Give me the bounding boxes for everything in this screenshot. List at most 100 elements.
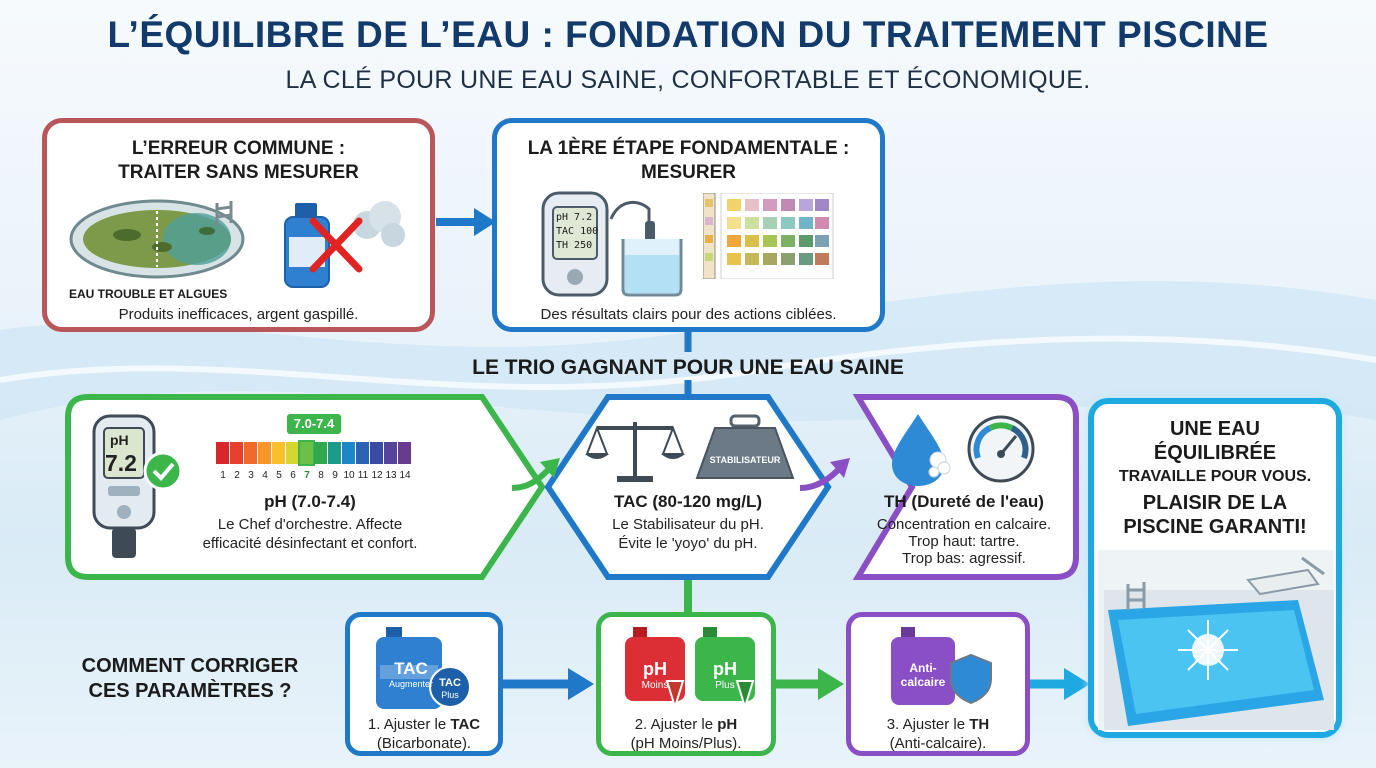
ph-scale-label: 3	[248, 470, 254, 481]
test-strip-chart-icon	[703, 193, 834, 279]
result-line4: PLAISIR DE LA	[1142, 492, 1288, 514]
ph-scale-segment	[356, 442, 369, 464]
tac-desc-line1: Le Stabilisateur du pH.	[612, 516, 764, 533]
th-desc-line3: Trop bas: agressif.	[902, 550, 1026, 567]
pool-algae-icon	[69, 199, 245, 279]
step3-card: Anti- calcaire 3. Ajuster le TH (Anti-ca…	[846, 612, 1030, 756]
tac-desc-line2: Évite le 'yoyo' du pH.	[618, 535, 758, 552]
ph-scale-segment	[328, 442, 341, 464]
no-product-icon	[284, 201, 405, 288]
anti-calcaire-canister-icon	[891, 627, 992, 705]
error-title-line2: TRAITER SANS MESURER	[118, 162, 359, 183]
meter-line-th: TH 250	[556, 240, 593, 251]
gauge-icon	[967, 415, 1035, 483]
step2-can2-sub: Plus	[715, 680, 735, 691]
digital-meter-icon	[541, 191, 609, 297]
page-title: L’ÉQUILIBRE DE L’EAU : FONDATION DU TRAI…	[107, 14, 1269, 55]
tac-canister-icon	[376, 627, 471, 709]
ph-scale-label: 8	[318, 470, 324, 481]
step2-can1-sub: Moins	[641, 680, 669, 691]
step3-line1: 3. Ajuster le TH	[851, 715, 1025, 734]
step1-line1: 1. Ajuster le TAC	[350, 715, 498, 734]
ph-desc-line1: Le Chef d'orchestre. Affecte	[217, 516, 403, 533]
ph-scale-segment	[216, 442, 229, 464]
th-desc-line1: Concentration en calcaire.	[876, 516, 1052, 533]
result-line5: PISCINE GARANTI!	[1123, 516, 1307, 538]
error-title-line1: L’ERREUR COMMUNE :	[131, 138, 346, 159]
step2-line2: (pH Moins/Plus).	[630, 735, 742, 752]
beaker-probe-icon	[609, 200, 683, 297]
weight-label: STABILISATEUR	[709, 455, 781, 465]
error-card: L’ERREUR COMMUNE : TRAITER SANS MESURER …	[42, 118, 435, 332]
step3-line2: (Anti-calcaire).	[889, 735, 987, 752]
correct-heading-line2: CES PARAMÈTRES ?	[88, 680, 292, 702]
pool-label: EAU TROUBLE ET ALGUES	[69, 287, 228, 301]
th-desc-line2: Trop haut: tartre.	[908, 533, 1020, 550]
result-line1: UNE EAU	[1169, 418, 1260, 440]
measure-card: LA 1ÈRE ÉTAPE FONDAMENTALE : MESURER pH …	[492, 118, 885, 332]
step1-can-label: TAC	[394, 659, 428, 678]
ph-scale-segment	[298, 440, 315, 466]
ph-scale-label: 12	[371, 470, 383, 481]
ph-meter-label: pH	[110, 432, 129, 448]
ph-scale-label: 14	[399, 470, 411, 481]
step3-line1-bold: TH	[969, 716, 990, 733]
error-caption: Produits inefficaces, argent gaspillé.	[118, 306, 359, 323]
ph-scale-segment	[384, 442, 397, 464]
check-icon	[143, 451, 183, 491]
ph-scale-segment	[370, 442, 383, 464]
step1-line1-prefix: 1. Ajuster le	[367, 716, 451, 733]
step2-card: pH Moins pH Plus 2. Ajuster le pH (pH Mo…	[596, 612, 776, 756]
ph-scale-label: 6	[290, 470, 296, 481]
ph-scale-label: 7	[304, 470, 310, 481]
ph-scale-segment	[230, 442, 243, 464]
correct-heading: COMMENT CORRIGER CES PARAMÈTRES ?	[60, 654, 320, 704]
water-drop-icon	[892, 414, 951, 486]
th-title: TH (Dureté de l'eau)	[884, 492, 1044, 511]
ph-scale-label: 9	[332, 470, 338, 481]
step3-can-label: Anti-	[909, 661, 937, 675]
step2-line1-bold: pH	[717, 716, 738, 733]
ph-scale-segment	[272, 442, 285, 464]
ph-desc-line2: efficacité désinfectant et confort.	[202, 535, 418, 552]
step1-can-sub: Augmenter	[388, 679, 434, 689]
step1-badge-line2: Plus	[441, 690, 459, 700]
measure-caption: Des résultats clairs pour des actions ci…	[540, 306, 837, 323]
ph-scale-label: 10	[343, 470, 355, 481]
ph-scale-label: 1	[220, 470, 226, 481]
measure-title-line2: MESURER	[640, 162, 736, 183]
ph-meter-value: 7.2	[105, 450, 137, 476]
result-line2: ÉQUILIBRÉE	[1153, 442, 1277, 464]
step1-badge-line1: TAC	[439, 677, 461, 689]
meter-line-tac: TAC 100	[556, 226, 599, 237]
step1-line2: (Bicarbonate).	[376, 735, 472, 752]
trio-heading: LE TRIO GAGNANT POUR UNE EAU SAINE	[472, 356, 904, 379]
balance-scale-icon	[585, 422, 685, 482]
step2-line1-prefix: 2. Ajuster le	[634, 716, 718, 733]
ph-canisters-icon	[625, 627, 755, 711]
ph-scale-segment	[398, 442, 411, 464]
meter-readout: pH 7.2 TAC 100 TH 250	[556, 211, 598, 253]
ph-scale-segment	[314, 442, 327, 464]
result-line3: TRAVAILLE POUR VOUS.	[1118, 468, 1312, 485]
ph-scale-label: 4	[262, 470, 268, 481]
ph-scale-label: 5	[276, 470, 282, 481]
ph-scale-segment	[342, 442, 355, 464]
sparkling-pool-icon	[1098, 550, 1334, 730]
ph-scale-label: 11	[357, 470, 369, 481]
ph-title: pH (7.0-7.4)	[264, 492, 356, 511]
page-subtitle: LA CLÉ POUR UNE EAU SAINE, CONFORTABLE E…	[285, 66, 1091, 94]
ph-scale-segment	[286, 442, 299, 464]
step1-line1-bold: TAC	[450, 716, 481, 733]
ph-scale-label: 13	[385, 470, 397, 481]
tac-title: TAC (80-120 mg/L)	[614, 492, 762, 511]
measure-title-line1: LA 1ÈRE ÉTAPE FONDAMENTALE :	[527, 138, 850, 159]
step3-can-label2: calcaire	[900, 675, 946, 689]
ph-scale-label: 2	[234, 470, 240, 481]
ph-scale-segment	[244, 442, 257, 464]
ph-meter-icon	[92, 414, 156, 558]
meter-line-ph: pH 7.2	[556, 212, 593, 223]
ph-scale-segment	[258, 442, 271, 464]
